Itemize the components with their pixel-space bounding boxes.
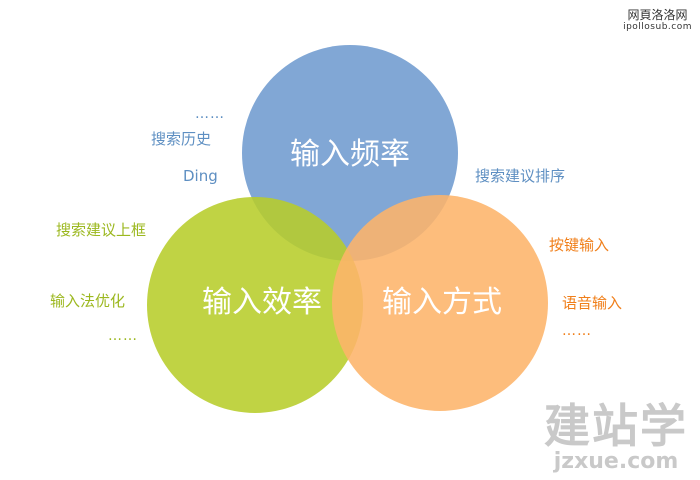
label-search-suggestion-sort: 搜索建议排序 [475, 167, 566, 185]
label-ime-optimization: 输入法优化 [50, 292, 126, 310]
watermark-bottom: 建站学 jzxue.com [544, 402, 688, 474]
watermark-top-line1: 网頁洛洛网 [627, 8, 688, 22]
watermark-bottom-line1: 建站学 [544, 399, 688, 453]
label-voice-input: 语音输入 [562, 294, 623, 312]
ellipsis-right-bottom: …… [562, 323, 592, 339]
circle-input-efficiency [147, 197, 363, 413]
circle-label-frequency: 输入频率 [290, 137, 410, 172]
circle-input-method [332, 195, 548, 411]
watermark-top-line2: ipollosub.com [623, 22, 692, 32]
watermark-bottom-line2: jzxue.com [553, 449, 679, 474]
label-key-input: 按键输入 [549, 236, 610, 254]
ellipsis-left-top: …… [195, 106, 225, 122]
label-ding: Ding [183, 167, 218, 185]
watermark-top: 网頁洛洛网 ipollosub.com [623, 8, 692, 33]
label-search-history: 搜索历史 [151, 130, 212, 148]
label-search-suggestion-box: 搜索建议上框 [56, 221, 147, 239]
circle-label-efficiency: 输入效率 [202, 285, 322, 320]
circle-label-method: 输入方式 [382, 285, 502, 320]
ellipsis-left-bottom: …… [108, 328, 138, 344]
